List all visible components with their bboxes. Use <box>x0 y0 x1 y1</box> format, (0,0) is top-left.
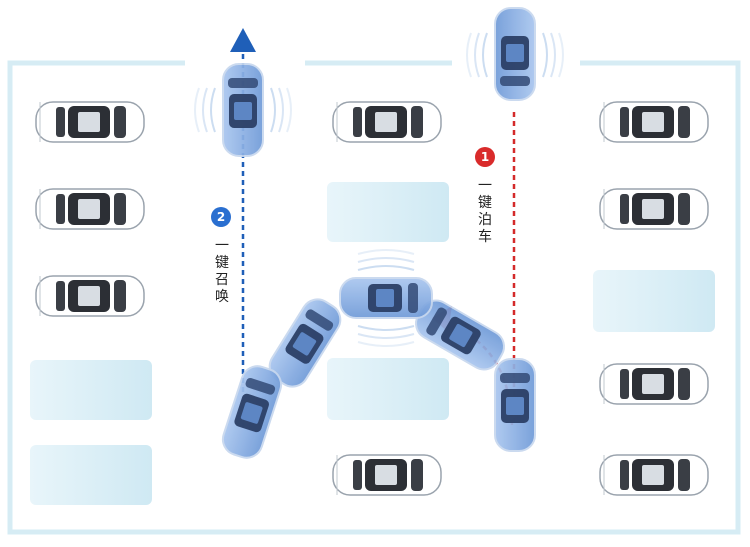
parked-cars <box>35 101 709 496</box>
parked-car <box>35 275 145 317</box>
lot-boundary <box>7 60 741 535</box>
park-start-car <box>494 7 536 101</box>
summon-route-arrowhead <box>230 28 256 52</box>
signal-waves <box>194 32 564 347</box>
maneuver-car <box>268 298 342 388</box>
summon-step-badge: 2 <box>211 207 231 227</box>
parked-car <box>599 101 709 143</box>
summon-car <box>222 63 264 157</box>
empty-space <box>327 182 449 242</box>
parked-car <box>35 188 145 230</box>
moving-cars <box>221 7 536 459</box>
park-step-badge: 1 <box>475 147 495 167</box>
summon-label: 一键召唤 <box>215 238 229 305</box>
empty-space <box>593 270 715 332</box>
parked-car <box>332 454 442 496</box>
maneuver-car <box>221 365 283 459</box>
park-label: 一键泊车 <box>478 178 492 245</box>
center-car <box>339 277 433 319</box>
parked-car <box>332 101 442 143</box>
empty-spaces <box>30 182 715 505</box>
parked-car <box>599 363 709 405</box>
parked-car <box>599 454 709 496</box>
maneuver-car <box>415 299 505 371</box>
empty-space <box>30 445 152 505</box>
parked-car <box>599 188 709 230</box>
empty-space <box>30 360 152 420</box>
parked-car <box>35 101 145 143</box>
empty-space <box>327 358 449 420</box>
maneuver-car <box>494 358 536 452</box>
